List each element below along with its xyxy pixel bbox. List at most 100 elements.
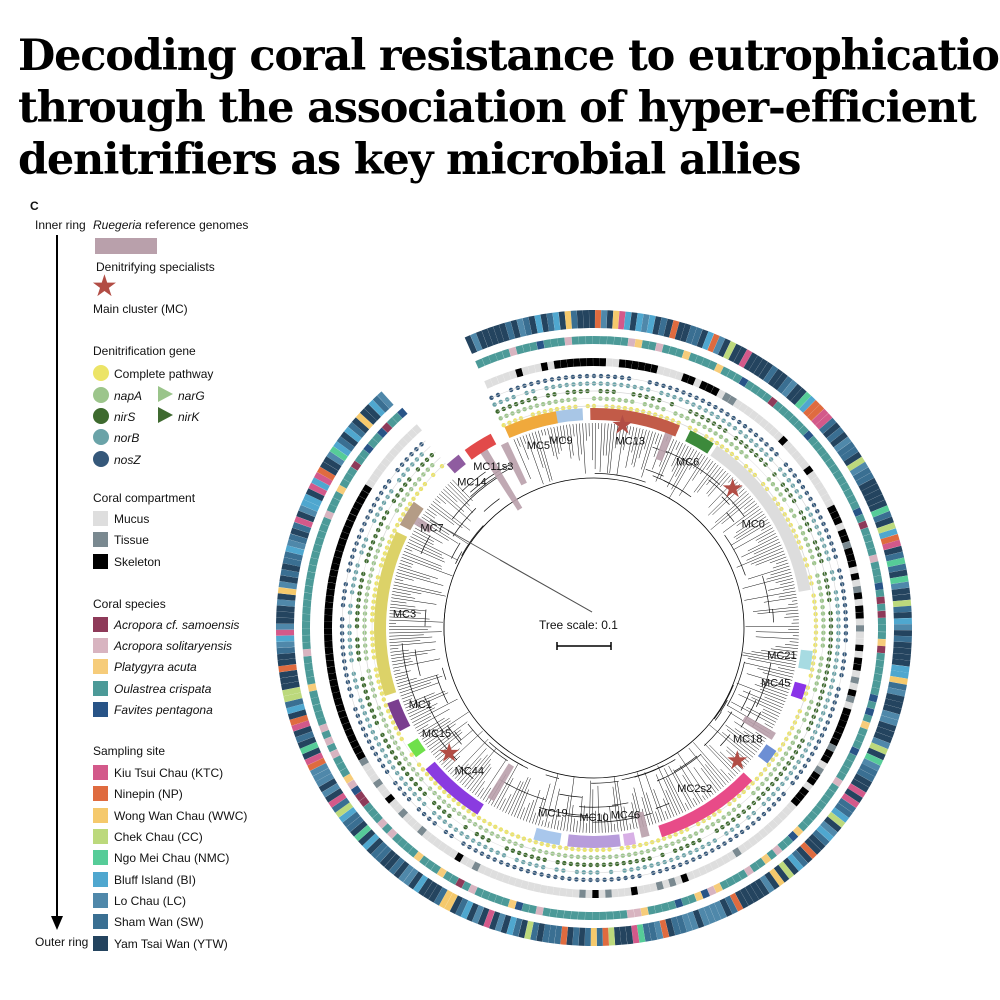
tree-branch: [746, 673, 791, 687]
ring-segment: [324, 601, 334, 609]
tree-branch: [496, 777, 514, 809]
ring-segment: [460, 900, 474, 920]
ring-segment: [889, 575, 909, 585]
gene-dot: [376, 679, 381, 684]
ring-segment: [738, 402, 748, 413]
gene-dot: [673, 411, 678, 416]
ring-segment: [359, 449, 370, 460]
tree-branch: [707, 472, 729, 497]
tree-branch: [559, 425, 564, 442]
ring-segment: [738, 376, 749, 388]
ring-segment: [309, 557, 319, 566]
ring-segment: [691, 327, 703, 347]
gene-dot: [812, 649, 817, 654]
gene-dot: [466, 809, 471, 814]
ring-segment: [506, 916, 517, 936]
tree-branch: [776, 559, 788, 565]
ring-segment: [312, 768, 332, 782]
ring-segment: [837, 719, 848, 729]
gene-dot: [774, 452, 779, 457]
gene-dot: [498, 827, 504, 832]
gene-dot: [811, 593, 816, 598]
gene-dot: [343, 582, 348, 587]
ring-segment: [508, 369, 518, 380]
ring-segment: [310, 696, 321, 706]
tree-branch: [395, 677, 408, 681]
ring-segment: [855, 618, 864, 626]
gene-dot: [736, 793, 742, 799]
ring-segment: [284, 698, 304, 709]
gene-dot: [573, 404, 578, 409]
ring-segment: [290, 527, 310, 539]
ring-segment: [318, 778, 338, 793]
gene-dot: [794, 489, 799, 494]
ring-segment: [640, 907, 649, 917]
gene-dot: [372, 714, 377, 719]
gene-dot: [744, 444, 749, 449]
gene-dot: [355, 644, 360, 649]
gene-dot: [676, 839, 681, 844]
tree-branch: [614, 424, 619, 449]
gene-dot: [766, 807, 772, 812]
tree-branch: [434, 747, 448, 758]
ring-segment: [686, 870, 696, 881]
ring-segment: [792, 826, 804, 837]
gene-dot: [755, 786, 761, 791]
gene-dot: [814, 524, 819, 530]
ring-segment: [302, 747, 321, 760]
ring-segment: [740, 887, 754, 906]
ring-segment: [355, 495, 366, 505]
ring-segment: [332, 491, 344, 501]
gene-dot: [352, 576, 357, 581]
gene-dot: [362, 617, 367, 623]
ring-segment: [877, 617, 886, 625]
gene-dot: [446, 803, 452, 808]
tree-branch: [605, 423, 609, 456]
ring-segment: [336, 761, 347, 772]
tree-branch: [697, 464, 719, 493]
ring-segment: [652, 316, 662, 335]
ring-segment: [354, 824, 372, 842]
gene-dot: [809, 581, 814, 586]
ring-segment: [326, 666, 336, 674]
tree-clade-arc: [726, 661, 745, 706]
gene-dot: [664, 416, 670, 421]
ring-segment: [748, 410, 759, 421]
gene-dot: [349, 693, 354, 698]
ring-segment: [842, 758, 854, 769]
gene-dot: [804, 563, 810, 568]
specialist-star-icon: ★: [726, 746, 749, 776]
ring-segment: [321, 729, 332, 740]
tree-branch: [400, 682, 439, 697]
ring-segment: [279, 575, 299, 584]
ring-segment: [398, 864, 414, 883]
gene-dot: [362, 637, 367, 642]
ring-segment: [674, 898, 684, 909]
tree-branch: [730, 757, 743, 770]
tree-branch: [418, 717, 445, 735]
legend-gene-header: Denitrification gene: [93, 344, 196, 358]
tree-branch: [563, 796, 570, 831]
gene-dot: [664, 843, 669, 848]
ring-segment: [807, 810, 818, 821]
tree-branch: [641, 797, 651, 826]
tree-clade-arc: [483, 498, 500, 512]
ring-segment: [815, 413, 833, 430]
tree-branch: [734, 728, 762, 748]
ring-segment: [893, 618, 912, 625]
gene-dot: [501, 423, 506, 428]
ring-segment: [468, 884, 478, 895]
ring-segment: [553, 360, 561, 369]
gene-dot: [809, 720, 814, 726]
gene-dot: [541, 865, 546, 870]
tree-branch: [778, 593, 797, 598]
ring-segment: [700, 888, 710, 899]
site-ktc-label: Kiu Tsui Chau (KTC): [114, 766, 224, 780]
gene-dot: [661, 407, 666, 412]
reference-genome-bar: [407, 513, 434, 533]
ring-segment: [660, 902, 670, 912]
ring-segment: [540, 362, 549, 372]
gene-dot: [403, 482, 408, 487]
ring-segment: [565, 888, 573, 898]
